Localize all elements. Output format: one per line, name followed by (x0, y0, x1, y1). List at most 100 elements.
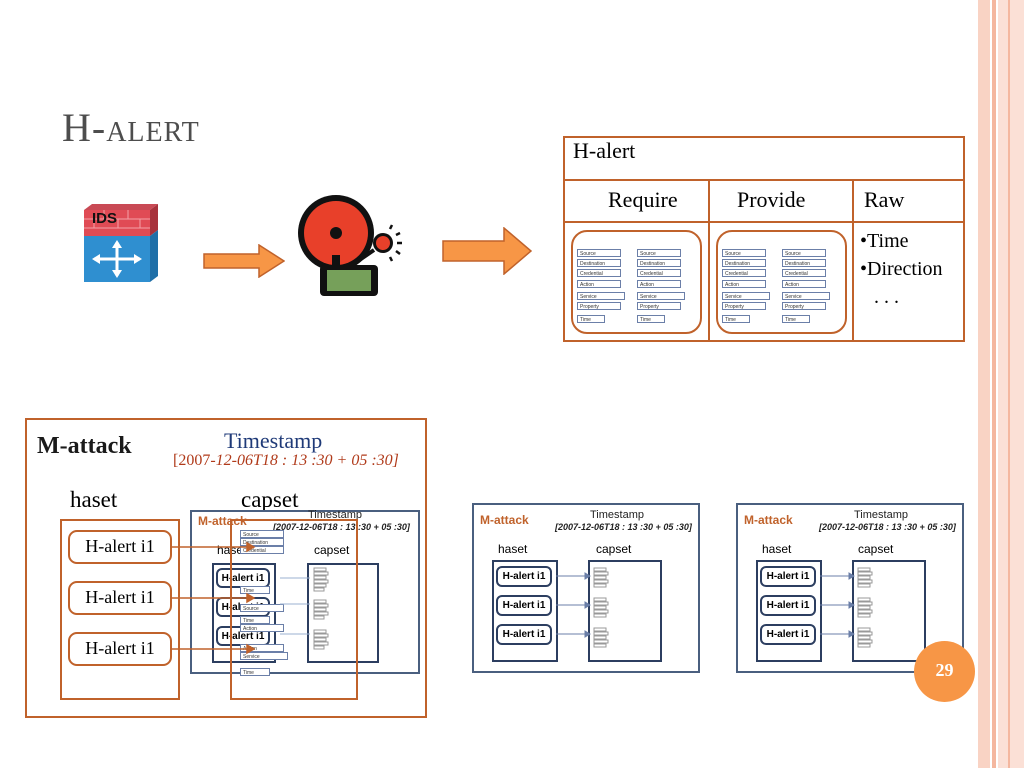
h-alert-table (563, 136, 965, 342)
mini-haset-box (756, 560, 822, 662)
field-row: Action (722, 280, 766, 288)
h-alert-instance: H-alert i1 (68, 581, 172, 615)
field-row: Property (722, 302, 766, 310)
h-alert-table-title: H-alert (573, 138, 636, 163)
field-row: Action (240, 624, 284, 632)
m-attack-label: M-attack (37, 433, 132, 459)
decor-stripe (978, 0, 990, 768)
embedded-m-attack-label: M-attack (198, 514, 247, 528)
raw-item: •Direction (860, 258, 943, 280)
field-row: Destination (722, 259, 766, 267)
embedded-timestamp-value: [2007-12-06T18 : 13 :30 + 05 :30] (273, 522, 410, 532)
field-row: Service (782, 292, 830, 300)
table-divider (563, 221, 965, 223)
mini-timestamp-label: Timestamp (590, 509, 644, 521)
embedded-timestamp-label: Timestamp (308, 509, 362, 521)
h-alert-instance: H-alert i1 (68, 632, 172, 666)
mini-capset-label: capset (596, 542, 632, 556)
alarm-bell-icon (296, 195, 406, 297)
field-row: Time (577, 315, 605, 323)
field-row: Credential (782, 269, 826, 277)
mini-haset-label: haset (498, 542, 528, 556)
field-row: Source (240, 530, 284, 538)
h-alert-instance: H-alert i1 (68, 530, 172, 564)
field-row: Property (782, 302, 826, 310)
page-number: 29 (935, 660, 954, 680)
mini-capset-label: capset (858, 542, 894, 556)
haset-label: haset (70, 487, 118, 512)
embedded-m-attack-diagram (190, 510, 420, 674)
table-divider (563, 179, 965, 181)
field-row: Time (637, 315, 665, 323)
field-row: Service (637, 292, 685, 300)
provide-capability-group (716, 230, 847, 334)
column-provide: Provide (737, 187, 806, 212)
mini-h-alert: H-alert i1 (496, 624, 552, 645)
mini-h-alert: H-alert i1 (496, 595, 552, 616)
field-row: Credential (722, 269, 766, 277)
mini-connectors (556, 567, 609, 648)
raw-item: •Time (860, 230, 909, 252)
require-capability-group (571, 230, 702, 334)
field-row: Destination (240, 538, 284, 546)
table-divider (852, 179, 854, 342)
field-row: Credential (240, 546, 284, 554)
arrow-right-icon (203, 243, 286, 283)
field-row: Property (577, 302, 621, 310)
m-attack-panel (25, 418, 427, 718)
field-row: Time (722, 315, 750, 323)
embedded-capset-box (307, 563, 379, 663)
capset-box (230, 519, 358, 700)
field-row: Destination (577, 259, 621, 267)
timestamp-label: Timestamp (224, 428, 323, 453)
field-row: Destination (782, 259, 826, 267)
field-row: Property (637, 302, 681, 310)
timestamp-prefix: [2007- (173, 452, 216, 469)
field-row: Credential (637, 269, 681, 277)
capset-label: capset (241, 487, 299, 512)
decor-stripe (998, 0, 1024, 768)
mini-h-alert: H-alert i1 (496, 566, 552, 587)
field-row: Action (577, 280, 621, 288)
firewall-router-icon (84, 204, 158, 282)
field-row: Service (577, 292, 625, 300)
mini-h-alert: H-alert i1 (760, 566, 816, 587)
page-number-badge (914, 641, 975, 702)
field-row: Source (782, 249, 826, 257)
embedded-haset-box (212, 563, 276, 663)
field-row: Source (722, 249, 766, 257)
mini-haset-box (492, 560, 558, 662)
timestamp-datetime: 12-06T18 : 13 :30 + 05 :30] (215, 452, 399, 469)
timestamp-value: [2007-12-06T18 : 13 :30 + 05 :30] (173, 452, 399, 470)
embedded-capset-lines (313, 567, 329, 650)
mini-timestamp-value: [2007-12-06T18 : 13 :30 + 05 :30] (555, 522, 692, 532)
field-row: Source (577, 249, 621, 257)
table-divider (708, 179, 710, 342)
field-row: Source (240, 604, 284, 612)
mini-haset-label: haset (762, 542, 792, 556)
mini-timestamp-label: Timestamp (854, 509, 908, 521)
mini-capset-box (588, 560, 662, 662)
haset-capset-connectors (172, 541, 310, 655)
field-row: Credential (577, 269, 621, 277)
decor-stripe (992, 0, 996, 768)
mini-m-attack-label: M-attack (744, 513, 793, 527)
field-row: Service (240, 652, 288, 660)
ids-label: IDS (92, 210, 118, 227)
field-row: Destination (637, 259, 681, 267)
field-row: Action (637, 280, 681, 288)
slide-title: H-alert (62, 105, 200, 150)
column-raw: Raw (864, 187, 905, 212)
raw-item: . . . (874, 286, 899, 308)
field-row: Service (722, 292, 770, 300)
field-row: Time (782, 315, 810, 323)
arrow-right-icon (442, 226, 533, 280)
mini-connectors (820, 567, 873, 648)
haset-box (60, 519, 180, 700)
column-require: Require (608, 187, 678, 212)
mini-h-alert: H-alert i1 (760, 624, 816, 645)
decor-stripe (1008, 0, 1010, 768)
mini-h-alert: H-alert i1 (760, 595, 816, 616)
field-row: Time (240, 586, 270, 594)
mini-timestamp-value: [2007-12-06T18 : 13 :30 + 05 :30] (819, 522, 956, 532)
